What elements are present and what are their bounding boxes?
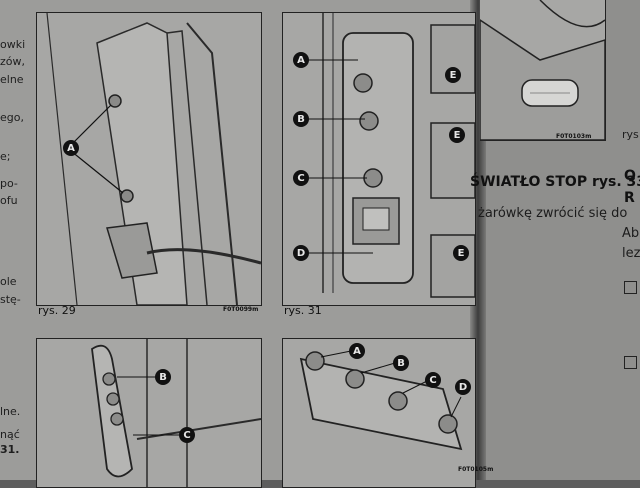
stop-lamp-drawing [480, 0, 605, 140]
margin-text: 31. [0, 443, 20, 456]
marker-b: B [393, 355, 409, 371]
door-pillar-drawing [46, 13, 261, 305]
figure-bulb-holder: A B C D [282, 338, 476, 488]
marker-d: D [293, 245, 309, 261]
marker-a: A [63, 140, 79, 156]
edge-heading: R [624, 190, 635, 206]
marker-d: D [455, 379, 471, 395]
marker-e: E [449, 127, 465, 143]
tail-lamp-assembly-drawing [308, 13, 475, 298]
margin-text: ole [0, 275, 17, 288]
marker-b: B [155, 369, 171, 385]
marker-a: A [349, 343, 365, 359]
lamp-side-drawing [91, 339, 261, 487]
edge-text: rys [622, 128, 639, 141]
margin-text: nąć [0, 428, 20, 441]
marker-b: B [293, 111, 309, 127]
edge-text: lez [622, 246, 640, 261]
section-heading: ŚWIATŁO STOP rys. 33 [470, 174, 640, 190]
checkbox-icon [624, 356, 637, 369]
figure-lamp-side: B C [36, 338, 262, 488]
figure-code: F0T0099m [223, 306, 259, 313]
margin-text: e; [0, 150, 11, 163]
figure-stop-lamp [480, 0, 606, 141]
marker-c: C [293, 170, 309, 186]
edge-text: Ab [622, 226, 640, 241]
figure-rys-31: A B C D E E E [282, 12, 476, 306]
edge-heading: O [624, 168, 636, 184]
figure-caption: rys. 31 [284, 304, 322, 317]
figure-caption: rys. 29 [38, 304, 76, 317]
margin-text: po- [0, 177, 18, 190]
margin-text: zów, [0, 55, 25, 68]
margin-text: lne. [0, 405, 21, 418]
body-text: żarówkę zwrócić się do [478, 206, 628, 221]
marker-e: E [453, 245, 469, 261]
margin-text: elne [0, 73, 24, 86]
marker-c: C [425, 372, 441, 388]
margin-text: owki [0, 38, 26, 51]
figure-rys-29: A [36, 12, 262, 306]
bulb-holder-drawing [299, 350, 463, 451]
margin-text: ofu [0, 194, 18, 207]
margin-text: stę- [0, 293, 21, 306]
figure-code: F0T0105m [458, 466, 494, 473]
margin-text: ego, [0, 111, 24, 124]
marker-e: E [445, 67, 461, 83]
figure-code: F0T0103m [556, 133, 592, 140]
checkbox-icon [624, 281, 637, 294]
marker-a: A [293, 52, 309, 68]
marker-c: C [179, 427, 195, 443]
